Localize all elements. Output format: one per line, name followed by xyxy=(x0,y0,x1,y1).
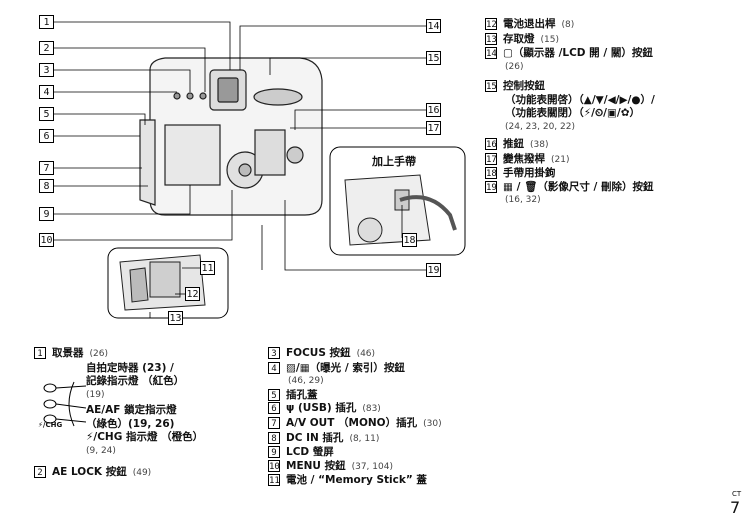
callout-10: 10 xyxy=(39,233,54,247)
language-code: CT xyxy=(732,490,742,498)
callout-5: 5 xyxy=(39,107,54,121)
callout-7: 7 xyxy=(39,161,54,175)
list-item-14-ref: (26) xyxy=(505,61,524,72)
page-number: 7 xyxy=(730,498,741,517)
aeaf-lamp-sub: （綠色）(19, 26) xyxy=(86,417,175,430)
rec-lamp-ref: (19) xyxy=(86,389,105,400)
list-item-4: 4▨/▦（曝光 / 索引）按鈕 xyxy=(268,361,483,376)
chg-lamp-ref: (9, 24) xyxy=(86,445,116,456)
callout-9: 9 xyxy=(39,207,54,221)
strap-inset-label: 加上手帶 xyxy=(372,155,416,168)
callout-15: 15 xyxy=(426,51,441,65)
list-item-14: 14▢（顯示器 /LCD 開 / 關）按鈕 xyxy=(485,47,653,59)
callout-2: 2 xyxy=(39,41,54,55)
callout-11: 11 xyxy=(200,261,215,275)
callout-14: 14 xyxy=(426,19,441,33)
aeaf-lamp-label: AE/AF 鎖定指示燈 xyxy=(86,404,177,416)
chg-lamp-label: ⚡/CHG 指示燈 （橙色） xyxy=(86,431,204,443)
callout-19: 19 xyxy=(426,263,441,277)
callout-17: 17 xyxy=(426,121,441,135)
callout-18: 18 xyxy=(402,233,417,247)
camera-diagram: 1 2 3 4 5 6 7 8 9 10 14 15 16 17 19 11 1… xyxy=(0,0,480,330)
diagram-lines xyxy=(54,21,466,319)
list-item-19: 19▦ / 🗑（影像尺寸 / 刪除）按鈕 xyxy=(485,180,654,193)
callout-16: 16 xyxy=(426,103,441,117)
callout-1: 1 xyxy=(39,15,54,29)
callout-6: 6 xyxy=(39,129,54,143)
callout-3: 3 xyxy=(39,63,54,77)
chg-icon-label: ⚡/CHG xyxy=(38,421,63,429)
rec-lamp-label: 記錄指示燈 （紅色） xyxy=(86,375,185,387)
list-item-19-ref: (16, 32) xyxy=(505,195,541,205)
lamp-illustration: ⚡/CHG xyxy=(34,378,87,430)
list-item-4-ref: (46, 29) xyxy=(288,376,324,387)
list-item-15-line1: （功能表開啓）（▲/▼/◀/▶/●）/ xyxy=(505,93,655,106)
callout-8: 8 xyxy=(39,179,54,193)
list-item-15-line2: （功能表關閉）（⚡/⏲/▣/✿） xyxy=(505,107,641,119)
list-item-15-ref: (24, 23, 20, 22) xyxy=(505,121,575,132)
self-timer-label: 自拍定時器 (23) / xyxy=(86,361,174,374)
callout-13: 13 xyxy=(168,311,183,325)
callout-4: 4 xyxy=(39,85,54,99)
callout-12: 12 xyxy=(185,287,200,301)
